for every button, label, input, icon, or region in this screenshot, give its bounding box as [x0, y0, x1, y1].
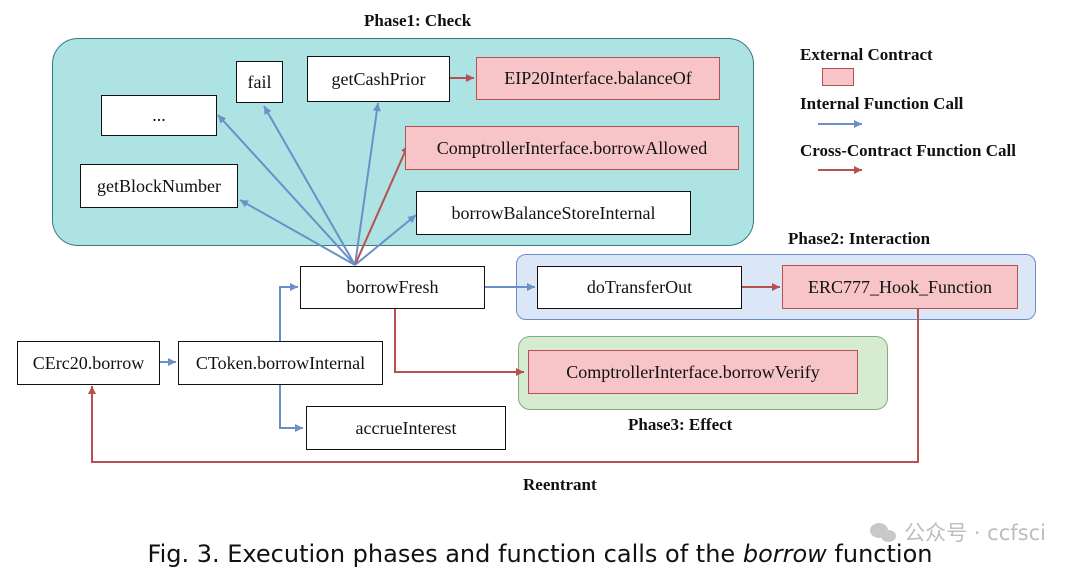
- node-dotransferout: doTransferOut: [537, 266, 742, 309]
- node-getblocknumber: getBlockNumber: [80, 164, 238, 208]
- edge-ctoken-to-accrue: [279, 382, 303, 432]
- phase1-title: Phase1: Check: [364, 11, 472, 30]
- edge-to-getblocknumber: [239, 199, 356, 266]
- node-fail: fail: [236, 61, 283, 103]
- edge-borrowfresh-to-verify: [394, 308, 524, 376]
- watermark-text: 公众号 · ccfsci: [904, 521, 1046, 545]
- phase3-title: Phase3: Effect: [628, 415, 733, 434]
- caption-prefix: Fig. 3. Execution phases and function ca…: [147, 540, 743, 568]
- node-getcashprior: getCashPrior: [307, 56, 450, 102]
- edge-to-ellipsis: [217, 114, 356, 266]
- node-borrowverify: ComptrollerInterface.borrowVerify: [528, 350, 858, 394]
- legend-cross-label: Cross-Contract Function Call: [800, 141, 1016, 160]
- legend-external-swatch: [822, 68, 854, 86]
- node-eip20-balanceof: EIP20Interface.balanceOf: [476, 57, 720, 100]
- caption-emphasis: borrow: [742, 540, 827, 568]
- edge-to-borrowbalance: [354, 214, 417, 266]
- node-erc777-hook: ERC777_Hook_Function: [782, 265, 1018, 309]
- watermark: 公众号 · ccfsci: [870, 517, 1046, 547]
- node-ellipsis: ...: [101, 95, 217, 136]
- node-borrowallowed: ComptrollerInterface.borrowAllowed: [405, 126, 739, 170]
- legend-internal-label: Internal Function Call: [800, 94, 964, 113]
- edge-to-fail: [263, 105, 356, 266]
- edge-reentrant: [88, 308, 919, 463]
- node-cerc20-borrow: CErc20.borrow: [17, 341, 160, 385]
- node-accrueinterest: accrueInterest: [306, 406, 506, 450]
- node-borrowbalancestoreinternal: borrowBalanceStoreInternal: [416, 191, 691, 235]
- edge-ctoken-to-borrowfresh: [279, 283, 298, 342]
- phase2-title: Phase2: Interaction: [788, 229, 931, 248]
- figure-caption: Fig. 3. Execution phases and function ca…: [0, 540, 1080, 568]
- caption-suffix: function: [826, 540, 933, 568]
- legend-external-label: External Contract: [800, 45, 933, 64]
- node-ctoken-borrowinternal: CToken.borrowInternal: [178, 341, 383, 385]
- node-borrowfresh: borrowFresh: [300, 266, 485, 309]
- edge-to-borrowallowed: [354, 144, 409, 266]
- edge-to-getcashprior: [354, 102, 381, 266]
- reentrant-label: Reentrant: [523, 475, 597, 494]
- wechat-icon: [870, 521, 898, 543]
